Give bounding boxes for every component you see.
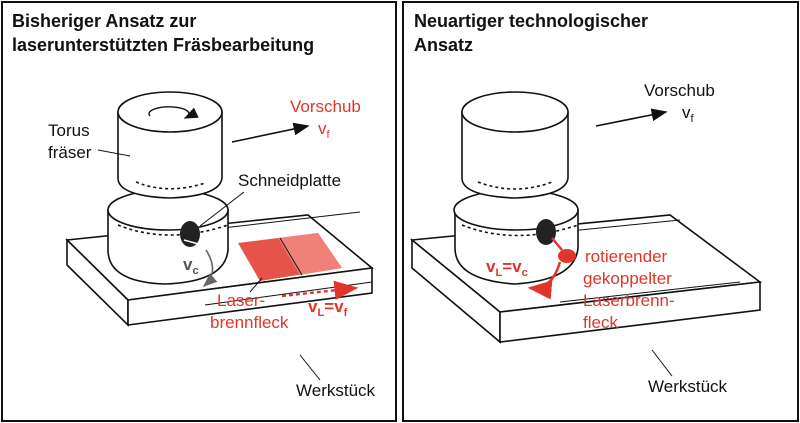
- left-laser-spot-trail: [278, 233, 342, 275]
- left-tool-label-line1: Torus: [48, 121, 90, 140]
- right-feed-arrow: [595, 108, 668, 127]
- left-title-line2: laserunterstützten Fräsbearbeitung: [12, 35, 314, 55]
- left-cut-speed-arrow: [202, 249, 218, 288]
- left-feed-arrow: [231, 122, 310, 143]
- right-laser-rotation-arrow: [527, 261, 562, 300]
- right-panel: Neuartiger technologischer Ansatz Vorsch…: [409, 11, 763, 396]
- left-feed-label: Vorschub: [290, 97, 361, 116]
- left-laser-label-line1: Laser-: [217, 291, 265, 310]
- left-rotation-icon: [148, 106, 199, 119]
- right-title-line1: Neuartiger technologischer: [414, 11, 648, 31]
- left-panel-frame: [1, 1, 397, 422]
- left-panel: Bisheriger Ansatz zur laserunterstützten…: [12, 11, 376, 400]
- right-title-line2: Ansatz: [414, 35, 473, 55]
- right-laser-label-line3: Laserbrenn-: [583, 291, 675, 310]
- left-title-line1: Bisheriger Ansatz zur: [12, 11, 196, 31]
- right-laser-label-line4: fleck: [583, 313, 618, 332]
- left-feed-symbol: vf: [318, 119, 331, 141]
- right-laser-label-line2: gekoppelter: [583, 269, 672, 288]
- left-cut-speed-label: vc: [183, 255, 199, 277]
- left-tool-label-line2: fräser: [48, 143, 92, 162]
- left-insert-label: Schneidplatte: [238, 171, 341, 190]
- right-equation: vL=vc: [486, 257, 528, 279]
- right-laser-spot: [558, 249, 576, 263]
- left-equation: vL=vf: [308, 297, 348, 319]
- left-workpiece-label: Werkstück: [296, 381, 376, 400]
- right-workpiece-label: Werkstück: [648, 377, 728, 396]
- right-panel-frame: [402, 1, 799, 422]
- left-torus-cutter: [107, 91, 229, 285]
- right-laser-label-line1: rotierender: [585, 247, 668, 266]
- right-feed-label: Vorschub: [644, 81, 715, 100]
- right-feed-symbol: vf: [682, 103, 695, 125]
- left-laser-label-line2: brennfleck: [210, 313, 289, 332]
- left-laser-motion-arrow: [281, 280, 359, 300]
- right-insert: [536, 219, 556, 245]
